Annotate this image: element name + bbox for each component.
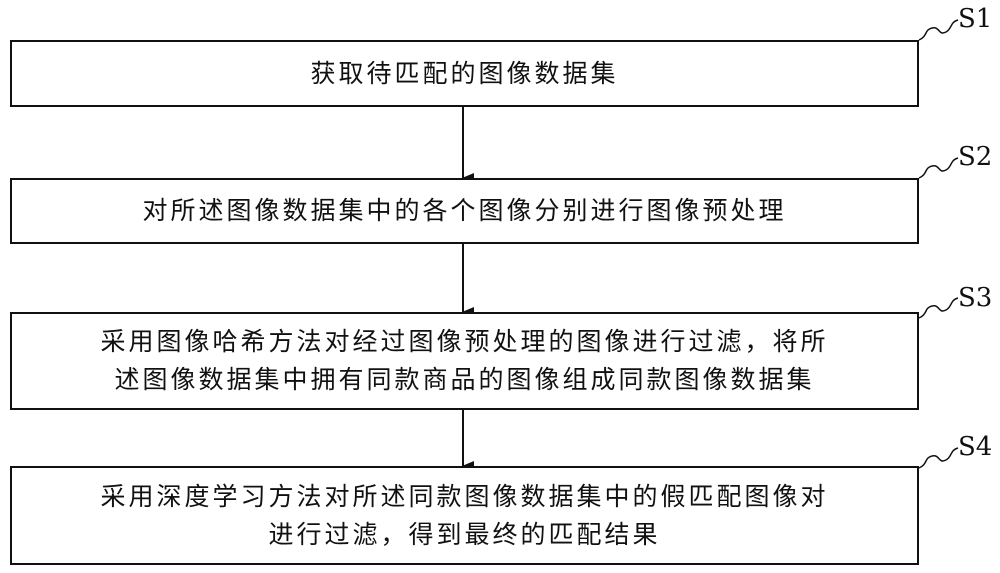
leader-s4 [918, 447, 959, 469]
step-label-s1: S1 [958, 4, 993, 34]
step-box-s2: 对所述图像数据集中的各个图像分别进行图像预处理 [10, 178, 919, 244]
step-s3-text-line-2: 述图像数据集中拥有同款商品的图像组成同款图像数据集 [114, 365, 815, 394]
step-label-s4: S4 [958, 432, 993, 462]
leader-s3 [918, 297, 959, 319]
leader-s1 [918, 19, 959, 41]
step-box-s3: 采用图像哈希方法对经过图像预处理的图像进行过滤，将所 述图像数据集中拥有同款商品… [10, 312, 919, 410]
leader-s2 [918, 157, 959, 179]
step-s4-text-line-2: 进行过滤，得到最终的匹配结果 [268, 519, 661, 549]
step-s1-text: 获取待匹配的图像数据集 [310, 58, 619, 88]
step-s4-text-line-1: 采用深度学习方法对所述同款图像数据集中的假匹配图像对 [100, 481, 829, 511]
step-label-s2: S2 [958, 142, 993, 172]
step-s2-text: 对所述图像数据集中的各个图像分别进行图像预处理 [142, 196, 787, 225]
step-box-s1: 获取待匹配的图像数据集 [10, 40, 919, 107]
step-box-s4: 采用深度学习方法对所述同款图像数据集中的假匹配图像对 进行过滤，得到最终的匹配结… [10, 466, 919, 565]
step-label-s3: S3 [958, 283, 993, 313]
step-s3-text-line-1: 采用图像哈希方法对经过图像预处理的图像进行过滤，将所 [100, 327, 829, 356]
